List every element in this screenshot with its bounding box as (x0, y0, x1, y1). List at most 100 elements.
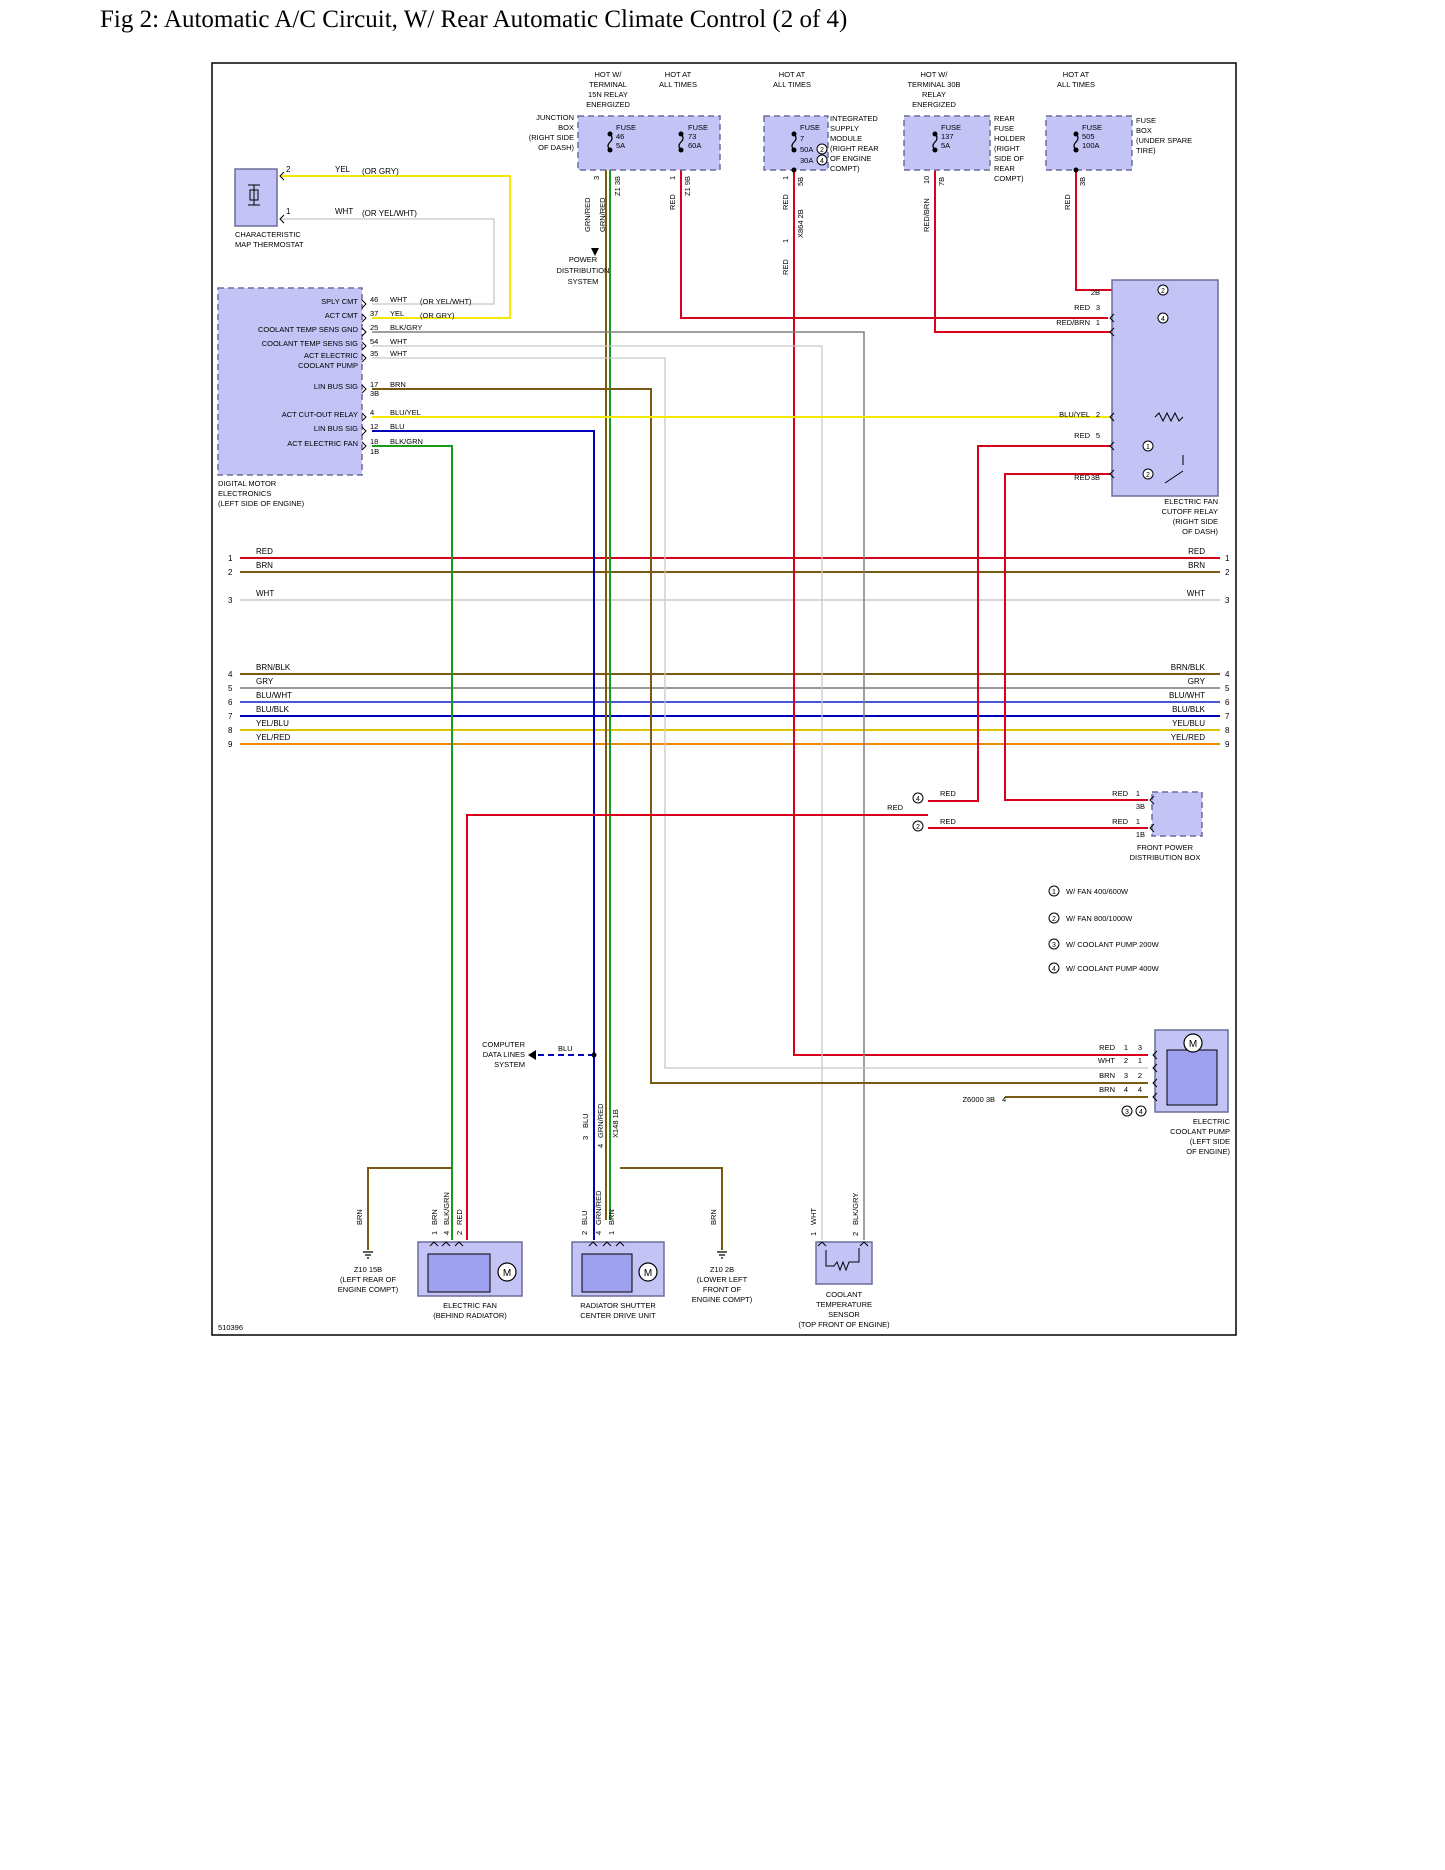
power-source-label: TERMINAL 30B (907, 80, 960, 89)
diagram-frame (211, 62, 1237, 1336)
connector-symbol (1152, 1078, 1158, 1088)
fuse-terminal (1073, 131, 1079, 137)
temp-sensor-label: SENSOR (828, 1310, 860, 1319)
pin-number: 35 (370, 349, 378, 358)
legend-text: W/ FAN 400/600W (1066, 887, 1129, 896)
dme-label: (LEFT SIDE OF ENGINE) (218, 499, 305, 508)
bus-wire-color: WHT (256, 589, 274, 598)
fuse-terminal (791, 147, 797, 153)
fuse-label: FUSE (1082, 123, 1102, 132)
connector-symbol (1109, 441, 1115, 451)
coolant-pump-label: OF ENGINE) (1186, 1147, 1230, 1156)
wire-color-label: GRN/RED (596, 1103, 605, 1138)
coolant-pump-label: ELECTRIC (1193, 1117, 1231, 1126)
option-marker-number: 1 (1146, 444, 1150, 451)
wire-color-label: BLK/GRN (390, 437, 423, 446)
fuse-label: 5A (616, 141, 625, 150)
option-marker-number: 4 (820, 158, 824, 165)
fuse-terminal (932, 147, 938, 153)
bus-number: 4 (1225, 670, 1230, 679)
wire-color-label: BRN (607, 1209, 616, 1225)
connector-label: X864 2B (796, 209, 805, 238)
bus-wire-color: BRN (256, 561, 273, 570)
motor-symbol-letter: M (644, 1268, 652, 1279)
power-source-label: ALL TIMES (659, 80, 697, 89)
fuse-box-label: FUSE (1136, 116, 1156, 125)
wire-color-label: BRN (1099, 1085, 1115, 1094)
option-marker-number: 2 (820, 147, 824, 154)
fuse-label: 73 (688, 132, 696, 141)
electric-fan-label: (BEHIND RADIATOR) (433, 1311, 507, 1320)
wire-color-label: RED (1112, 789, 1128, 798)
option-marker (1121, 1105, 1133, 1117)
fuse-label: 30A (800, 156, 813, 165)
motor-icon (497, 1262, 517, 1282)
bus-number: 2 (228, 568, 233, 577)
pin-number: 25 (370, 323, 378, 332)
legend-text: W/ FAN 800/1000W (1066, 914, 1133, 923)
pin-number: 4 (1138, 1085, 1142, 1094)
option-marker (1157, 284, 1169, 296)
pin-number: 2 (1096, 410, 1100, 419)
front-power-label: DISTRIBUTION BOX (1130, 853, 1201, 862)
bus-wire-color: BLU/BLK (256, 705, 290, 714)
dme-pin-function: ACT CUT-OUT RELAY (282, 410, 358, 419)
bus-wire-color: WHT (1187, 589, 1205, 598)
legend-marker (1048, 938, 1060, 950)
supply-module-label: MODULE (830, 134, 862, 143)
junction-box (577, 115, 721, 171)
option-marker (816, 154, 828, 166)
pin-number: 4 (442, 1231, 451, 1235)
pin-number: 4 (594, 1231, 603, 1235)
connector-symbol (429, 1241, 439, 1247)
connector-symbol (279, 171, 285, 181)
digital-motor-electronics (217, 287, 363, 476)
connector-label: 5B (796, 177, 805, 186)
thermostat-icon (248, 184, 260, 206)
pin-number: 1 (781, 239, 790, 243)
pin-number: 3 (592, 176, 601, 180)
dme-pin-function: ACT ELECTRIC (304, 351, 359, 360)
pin-number: 1 (809, 1232, 818, 1236)
wire-color-label: RED/BRN (1056, 318, 1090, 327)
pin-number: 1 (1096, 318, 1100, 327)
option-marker (1157, 312, 1169, 324)
wire-alt-label: (OR GRY) (420, 311, 455, 320)
pin-number: 2B (1091, 288, 1100, 297)
dme-pin-function: ACT CMT (325, 311, 359, 320)
pin-number: 4 (1124, 1085, 1128, 1094)
dme-label: ELECTRONICS (218, 489, 271, 498)
pin-number: 4 (1002, 1095, 1006, 1104)
fuse-terminal (791, 131, 797, 137)
power-distribution-label: SYSTEM (568, 277, 599, 286)
wire-color-label: BRN (390, 380, 406, 389)
fuse-label: FUSE (941, 123, 961, 132)
fuse-label: 60A (688, 141, 701, 150)
fuse-label: FUSE (616, 123, 636, 132)
supply-module-label: (RIGHT REAR (830, 144, 879, 153)
dme-label: DIGITAL MOTOR (218, 479, 277, 488)
bus-number: 8 (1225, 726, 1230, 735)
pin-number: 3 (1096, 303, 1100, 312)
connector-symbol (441, 1241, 451, 1247)
power-source-label: HOT AT (665, 70, 692, 79)
bus-number: 9 (1225, 740, 1230, 749)
fuse-terminal (678, 147, 684, 153)
power-source-label: 15N RELAY (588, 90, 628, 99)
coolant-pump-label: (LEFT SIDE (1190, 1137, 1230, 1146)
wire-brn-lin (372, 388, 1148, 1084)
thermostat-label: MAP THERMOSTAT (235, 240, 304, 249)
ground-label: ENGINE COMPT) (338, 1285, 399, 1294)
pin-number: 3 (1124, 1071, 1128, 1080)
fuse-label: 100A (1082, 141, 1100, 150)
fuse-label: 5A (941, 141, 950, 150)
motor-symbol-letter: M (503, 1268, 511, 1279)
pin-number: 2 (1138, 1071, 1142, 1080)
dme-pin-function: ACT ELECTRIC FAN (287, 439, 358, 448)
fuse-symbol (607, 133, 613, 151)
connector-symbol (817, 1241, 827, 1247)
wire-color-label: RED (940, 817, 956, 826)
rear-fuse-holder-label: REAR (994, 164, 1015, 173)
junction-box-label: BOX (558, 123, 574, 132)
wire-color-label: RED/BRN (922, 198, 931, 232)
